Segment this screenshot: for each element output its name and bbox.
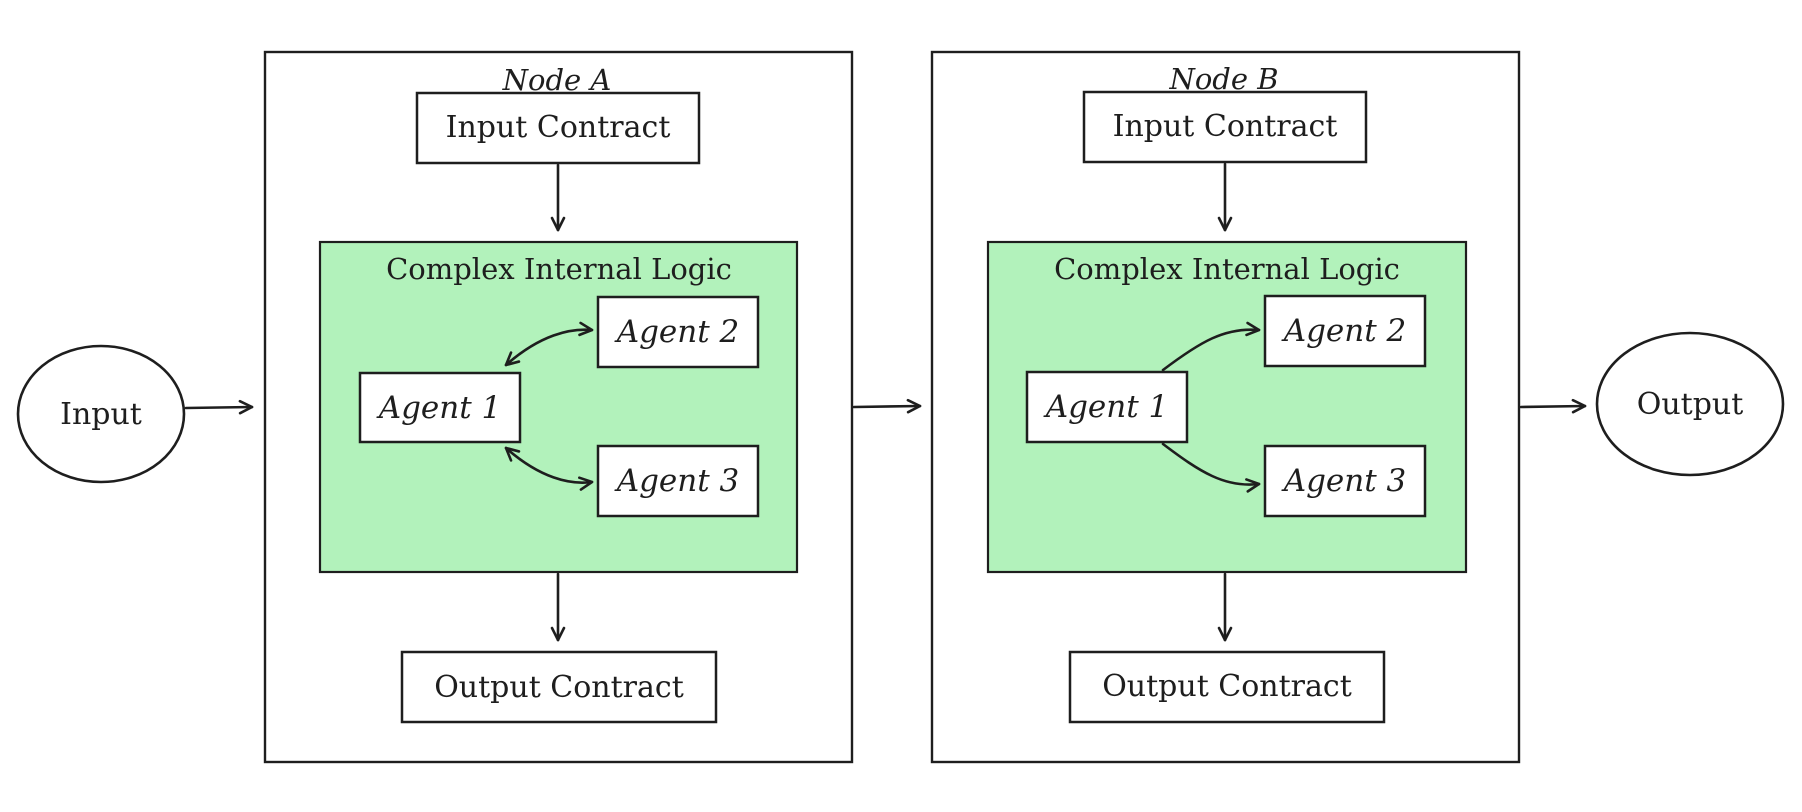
node-b-logic-title: Complex Internal Logic [1054, 252, 1400, 286]
node-a-output-contract-box [400, 650, 718, 724]
node-a-agent-1-label: Agent 1 [376, 390, 502, 426]
node-a-logic-title: Complex Internal Logic [386, 252, 732, 286]
node-b-arrow-agent-1-to-agent-2 [1161, 321, 1261, 372]
node-b-agent-1-label: Agent 1 [1043, 389, 1169, 425]
node-b-agent-1-box [1025, 370, 1189, 444]
arrow-node-a-to-node-b [852, 398, 922, 414]
node-b-output-contract-box [1068, 650, 1386, 724]
node-b-agent-3-box [1263, 444, 1427, 518]
node-a-agent-2-label: Agent 2 [614, 314, 740, 350]
output-terminal: Output [1595, 331, 1785, 477]
node-a-input-contract-label: Input Contract [446, 110, 671, 145]
input-terminal: Input [16, 344, 186, 484]
node-a-title: Node A [502, 63, 612, 97]
node-b-arrow-agent-1-to-agent-3 [1161, 442, 1261, 493]
arrow-input-to-node-a [184, 399, 254, 415]
arrow-node-b-to-output [1519, 398, 1587, 414]
node-b: Node B Input Contract Complex Internal L… [930, 50, 1521, 764]
node-b-input-contract-label: Input Contract [1113, 109, 1338, 144]
node-b-agent-2-box [1263, 294, 1427, 368]
node-b-agent-2-label: Agent 2 [1281, 313, 1407, 349]
node-b-agent-3-label: Agent 3 [1281, 463, 1407, 499]
input-label: Input [60, 397, 142, 432]
node-a-input-contract-box [415, 91, 701, 165]
node-a-arrow-agent-1-agent-3 [504, 446, 594, 491]
node-a-agent-3-box [596, 444, 760, 518]
node-a-agent-1-box [358, 371, 522, 444]
node-b-title: Node B [1168, 62, 1278, 96]
node-b-input-contract-box [1082, 90, 1368, 164]
node-a-agent-2-box [596, 295, 760, 369]
output-label: Output [1637, 387, 1744, 422]
node-a: Node A Input Contract Complex Internal L… [263, 50, 854, 764]
node-a-agent-3-label: Agent 3 [614, 463, 740, 499]
node-a-output-contract-label: Output Contract [434, 670, 684, 705]
node-b-output-contract-label: Output Contract [1102, 669, 1352, 704]
node-a-arrow-agent-1-agent-2 [504, 321, 594, 367]
